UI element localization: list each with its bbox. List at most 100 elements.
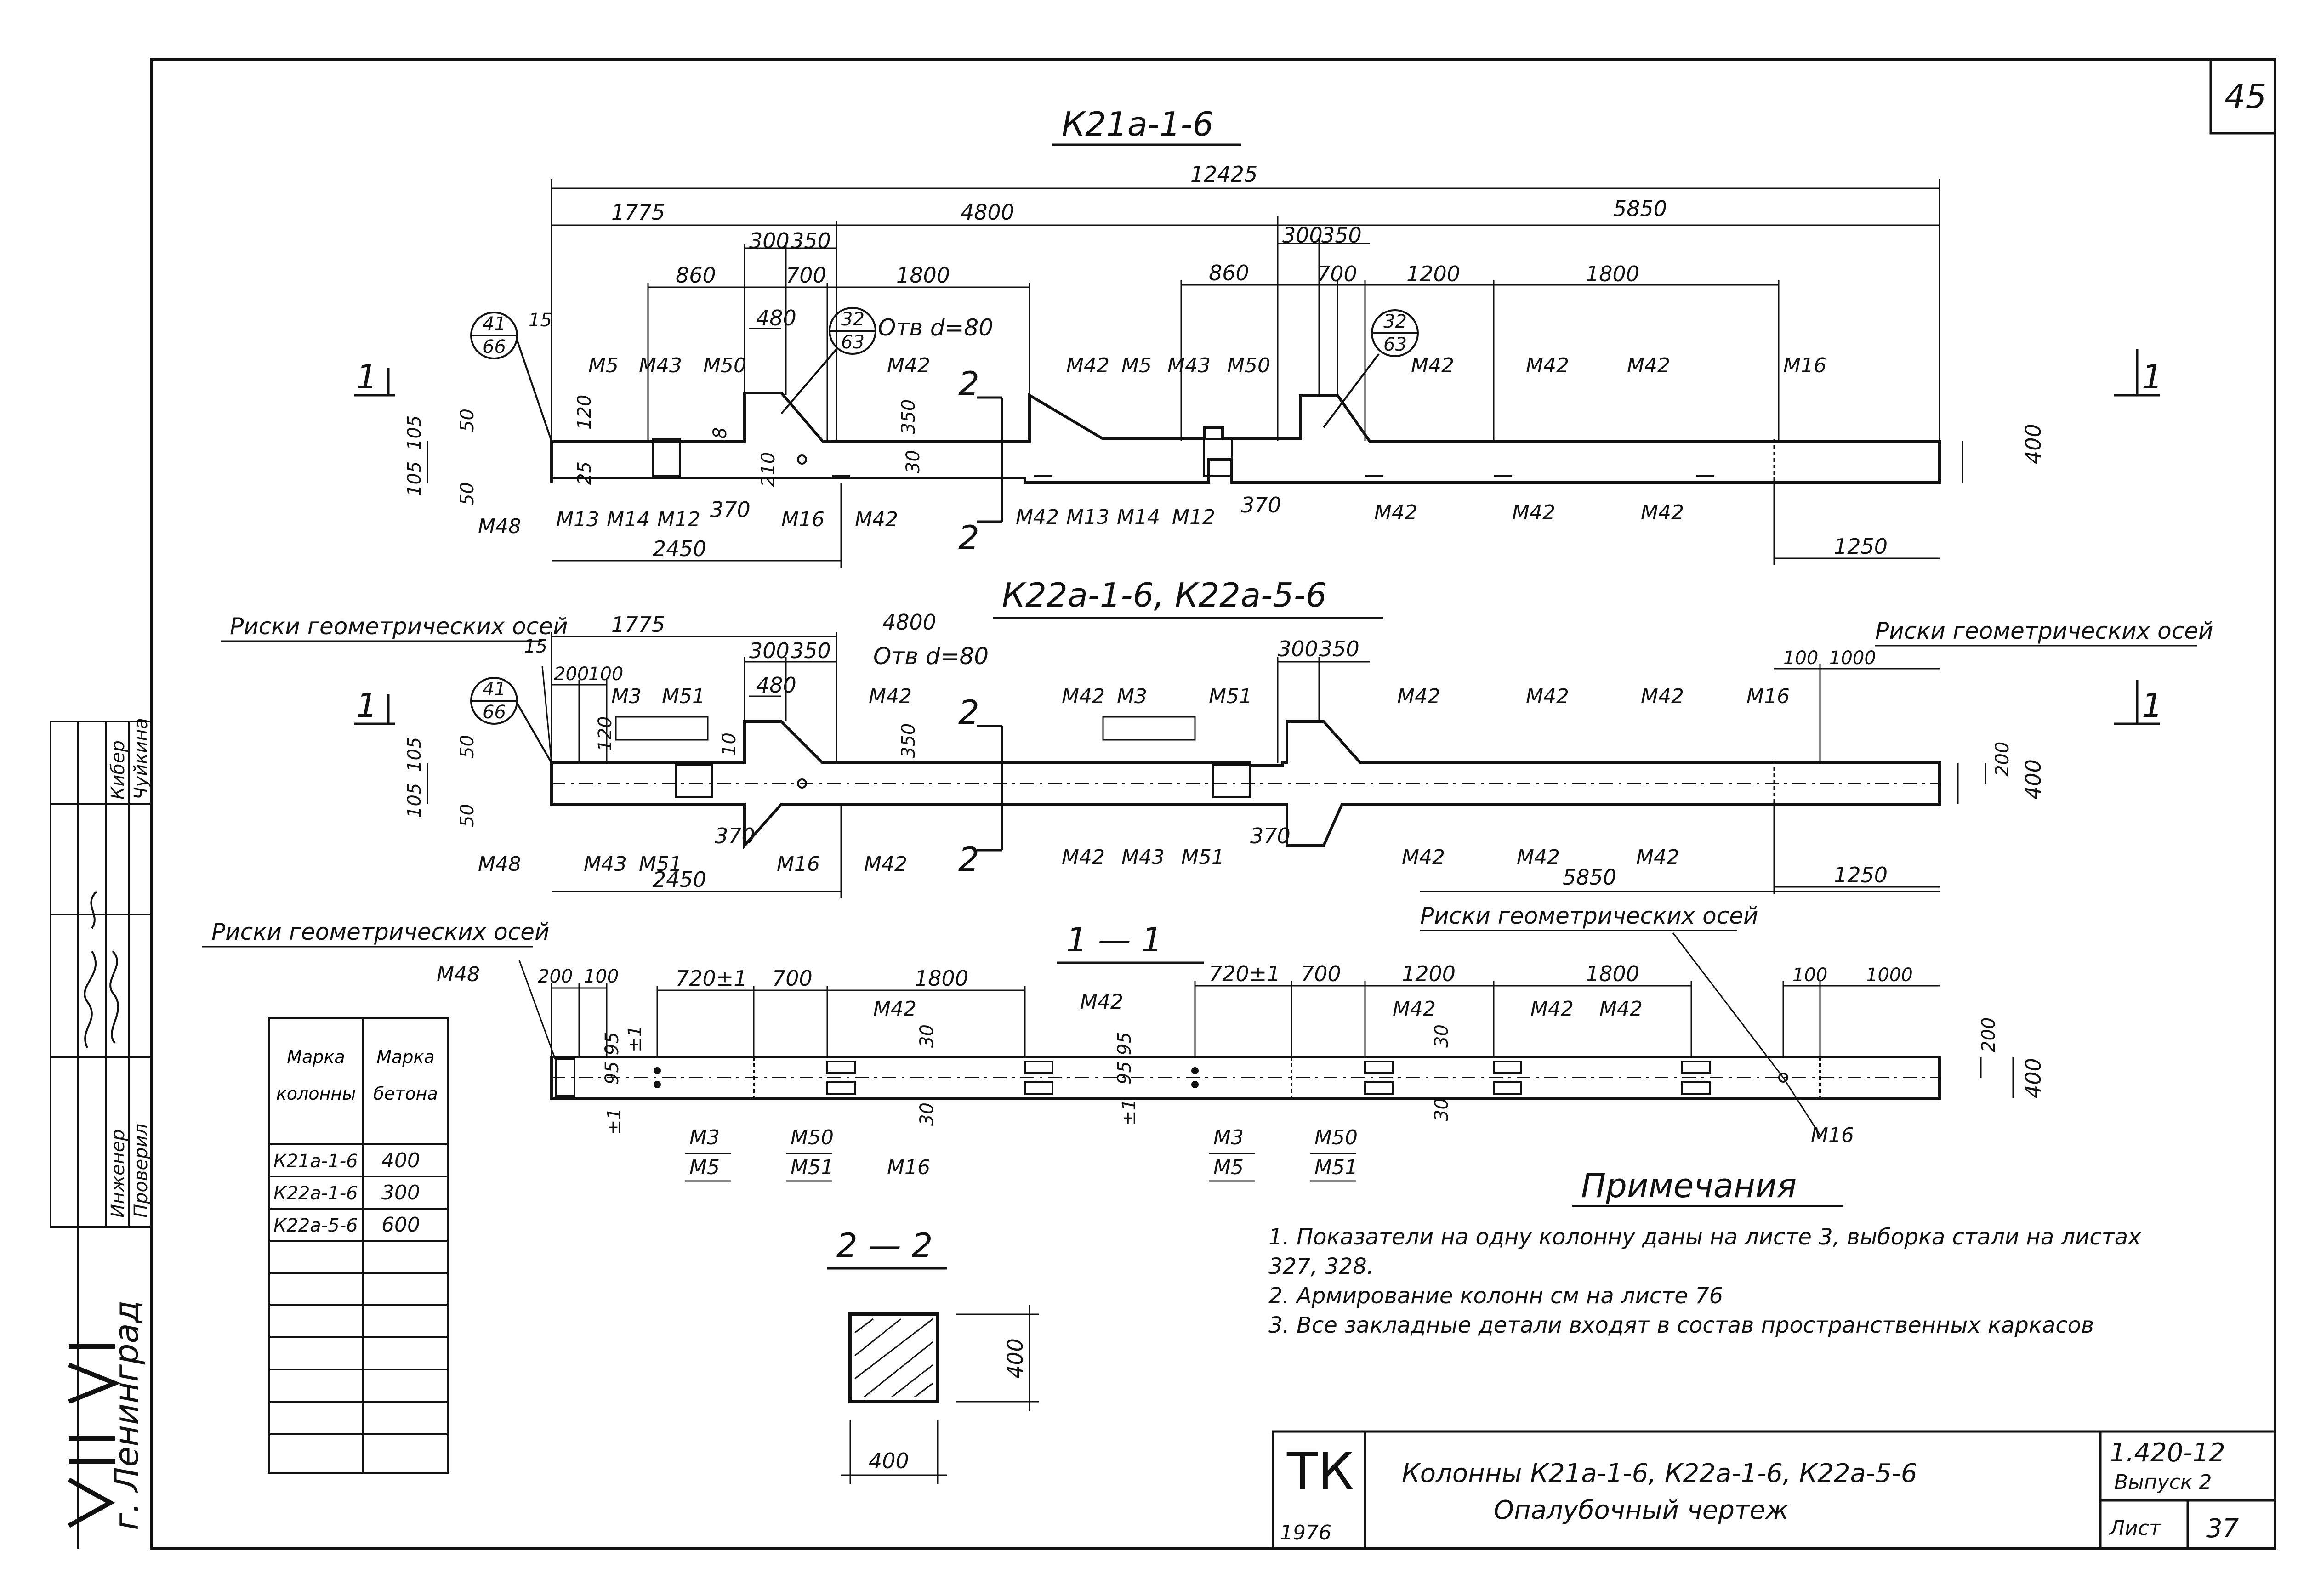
sheet-title: Колонны К21а-1-6, К22а-1-6, К22а-5-6 (1402, 1459, 1917, 1488)
svg-text:М42: М42 (1517, 846, 1560, 869)
table-cell: К21а-1-6 (273, 1151, 358, 1172)
svg-text:1800: 1800 (1586, 261, 1639, 286)
svg-text:М42: М42 (1599, 997, 1643, 1021)
svg-text:370: 370 (715, 824, 755, 848)
table-cell: К22а-1-6 (273, 1183, 358, 1204)
svg-text:М42: М42 (1641, 501, 1684, 524)
svg-text:720±1: 720±1 (1209, 961, 1280, 986)
svg-text:210: 210 (758, 452, 779, 487)
svg-text:М43: М43 (1167, 354, 1211, 377)
stamp-name: Кибер (108, 740, 129, 800)
svg-text:12425: 12425 (1190, 162, 1257, 187)
stamp-name: Чуйкина (131, 718, 152, 800)
svg-text:М42: М42 (864, 852, 907, 876)
svg-text:700: 700 (786, 263, 826, 288)
svg-text:350: 350 (1319, 636, 1359, 661)
svg-text:105: 105 (404, 783, 425, 818)
svg-text:2: 2 (958, 693, 979, 732)
svg-text:860: 860 (1209, 261, 1249, 285)
svg-text:5850: 5850 (1613, 196, 1667, 221)
svg-text:480: 480 (756, 306, 796, 330)
svg-text:М16: М16 (887, 1156, 930, 1179)
svg-text:М43: М43 (1121, 846, 1165, 869)
svg-text:370: 370 (1250, 824, 1291, 848)
svg-text:М3: М3 (1213, 1126, 1244, 1149)
svg-text:М42: М42 (1080, 990, 1123, 1014)
svg-text:95 95: 95 95 (602, 1032, 623, 1085)
svg-text:Риски геометрических осей: Риски геометрических осей (230, 613, 568, 640)
svg-text:400: 400 (2021, 759, 2046, 800)
svg-text:50: 50 (457, 409, 478, 432)
svg-text:700: 700 (1301, 961, 1341, 986)
svg-text:25: 25 (574, 461, 595, 485)
svg-text:200: 200 (538, 966, 573, 987)
svg-text:М42: М42 (1066, 354, 1109, 377)
svg-text:50: 50 (457, 735, 478, 758)
svg-text:30: 30 (1431, 1024, 1452, 1048)
svg-text:32: 32 (841, 309, 865, 330)
svg-text:М14: М14 (1117, 505, 1160, 529)
svg-text:±1: ±1 (1119, 1099, 1140, 1126)
svg-text:М43: М43 (639, 354, 682, 377)
svg-text:М42: М42 (1627, 354, 1670, 377)
svg-text:М51: М51 (1181, 846, 1224, 869)
sheet-issue: Выпуск 2 (2114, 1471, 2212, 1494)
svg-text:100: 100 (1792, 965, 1827, 986)
svg-text:63: 63 (1383, 334, 1407, 355)
svg-text:М51: М51 (662, 685, 705, 708)
svg-text:66: 66 (483, 336, 506, 358)
svg-text:Отв d=80: Отв d=80 (878, 314, 993, 341)
side-stamp (50, 721, 153, 1549)
svg-text:300: 300 (749, 638, 790, 663)
svg-text:30: 30 (916, 1102, 938, 1126)
svg-text:400: 400 (1003, 1338, 1028, 1379)
table-cell: 600 (381, 1213, 420, 1237)
svg-text:350: 350 (791, 638, 831, 663)
svg-text:М42: М42 (873, 997, 916, 1021)
section-2-2: 2 — 2 400 400 (827, 1226, 1039, 1484)
svg-text:2450: 2450 (653, 536, 706, 561)
svg-text:М16: М16 (781, 508, 825, 531)
section-1-1: 1 — 1 Риски геометрических осей Риски ге… (202, 903, 2046, 1182)
svg-text:105: 105 (404, 415, 425, 450)
svg-text:350: 350 (898, 723, 919, 758)
notes-title: Примечания (1581, 1166, 1797, 1205)
svg-text:200: 200 (1992, 742, 2013, 777)
table-header-column: Марка колонны (276, 1047, 356, 1104)
svg-text:М12: М12 (657, 508, 700, 531)
svg-text:1775: 1775 (611, 200, 665, 225)
sheet-subtitle: Опалубочный чертеж (1494, 1495, 1788, 1525)
svg-text:М3: М3 (1117, 685, 1147, 708)
svg-text:120: 120 (595, 716, 616, 751)
svg-text:М50: М50 (1227, 354, 1270, 377)
svg-text:М42: М42 (1402, 846, 1445, 869)
svg-text:300: 300 (749, 228, 790, 253)
svg-text:М42: М42 (1016, 505, 1059, 529)
svg-text:М42: М42 (1512, 501, 1555, 524)
svg-text:1200: 1200 (1406, 261, 1460, 286)
sheet-year: 1976 (1280, 1521, 1331, 1545)
svg-text:860: 860 (676, 263, 716, 288)
svg-text:1800: 1800 (896, 263, 950, 288)
svg-text:М42: М42 (1062, 846, 1105, 869)
svg-text:100: 100 (588, 664, 623, 685)
svg-text:М42: М42 (1374, 501, 1417, 524)
svg-text:М14: М14 (607, 508, 650, 531)
svg-text:66: 66 (483, 702, 506, 723)
svg-text:Риски геометрических осей: Риски геометрических осей (211, 919, 550, 945)
svg-text:350: 350 (898, 399, 919, 434)
svg-text:М48: М48 (437, 963, 480, 986)
svg-text:М42: М42 (1397, 685, 1440, 708)
svg-text:Отв d=80: Отв d=80 (873, 643, 989, 670)
notes-list: 1. Показатели на одну колонну даны на ли… (1268, 1222, 2197, 1340)
concrete-grade-table (268, 1017, 449, 1474)
page-number-box (2209, 60, 2275, 135)
view-k21-title: К21а-1-6 (1062, 105, 1213, 143)
svg-text:М51: М51 (791, 1156, 834, 1179)
sheet-series: 1.420-12 (2110, 1438, 2225, 1468)
svg-text:М16: М16 (777, 852, 820, 876)
sheet-number: 37 (2206, 1514, 2239, 1544)
svg-text:2: 2 (958, 364, 979, 403)
svg-text:120: 120 (574, 395, 595, 430)
